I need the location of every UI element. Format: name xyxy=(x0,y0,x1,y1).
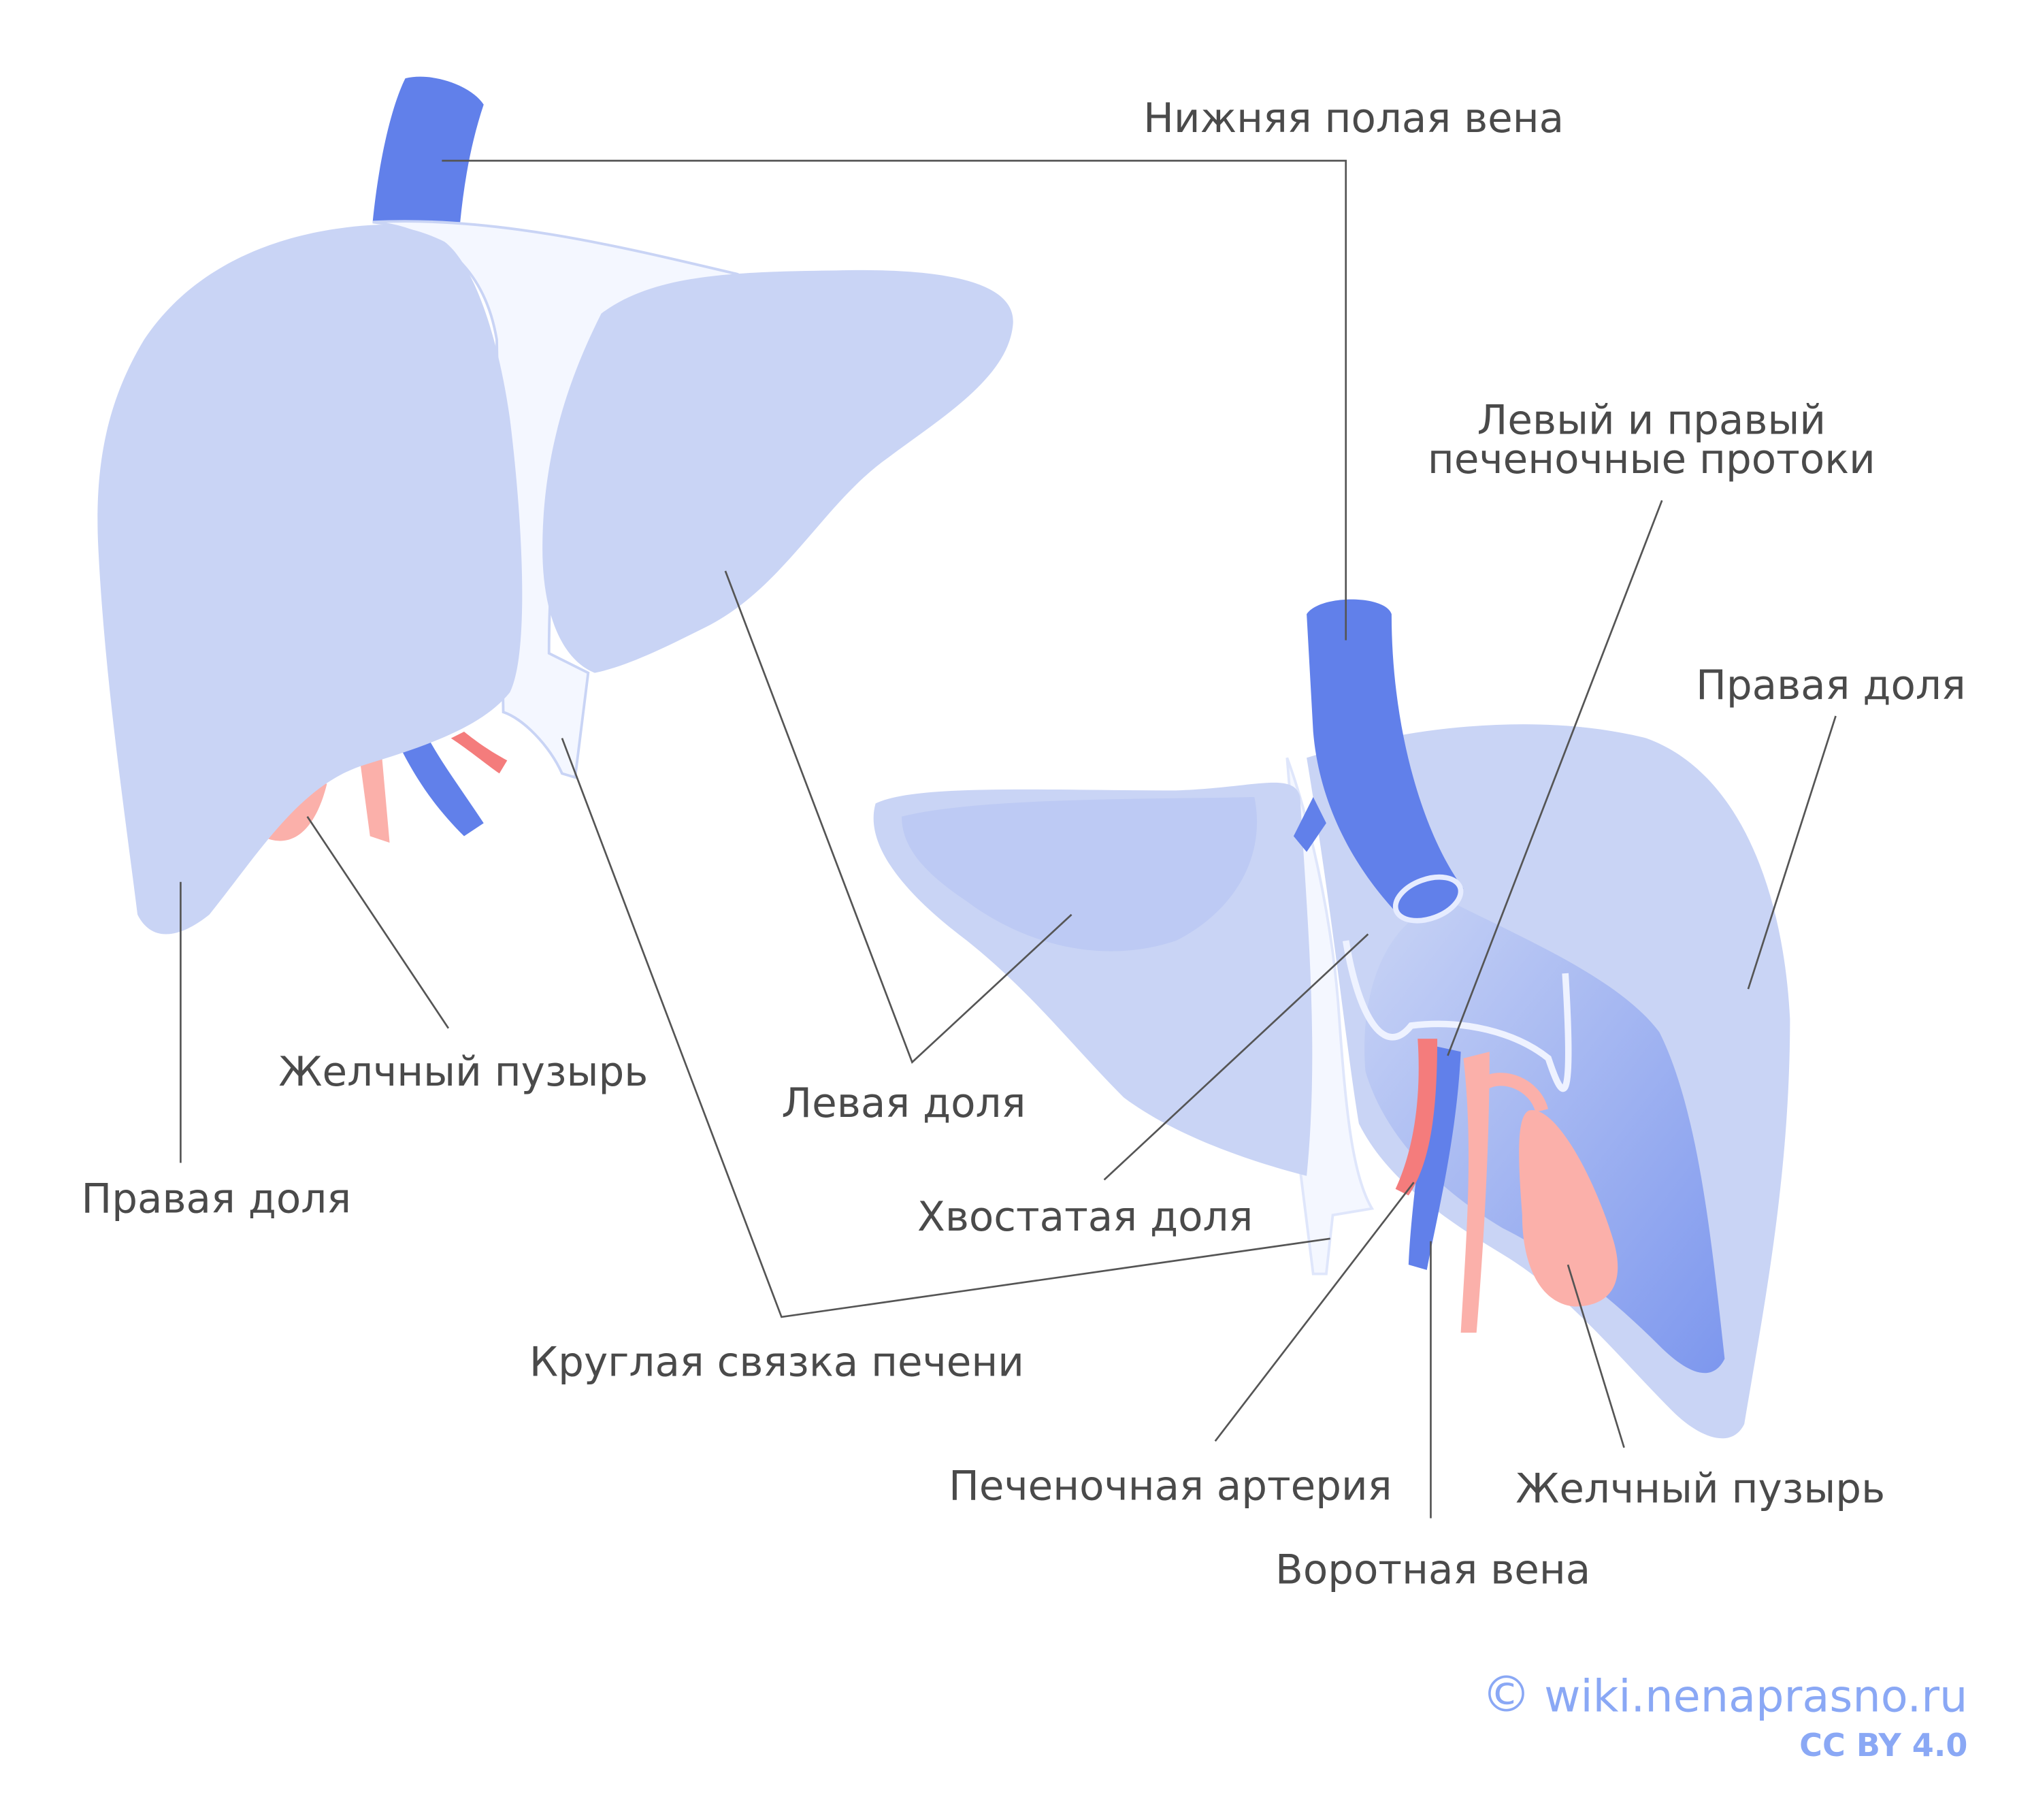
inferior-vena-cava-visceral xyxy=(1307,599,1464,922)
label-hepatic-ducts-line1: Левый и правый xyxy=(1477,397,1826,444)
common-bile-duct xyxy=(1460,1052,1490,1333)
duct-anterior xyxy=(359,755,390,843)
label-right-lobe-anterior: Правая доля xyxy=(82,1175,352,1222)
hepatic-artery-visceral xyxy=(1395,1039,1438,1196)
vein-anterior xyxy=(398,731,484,836)
labels: Нижняя полая вена Левый и правый печеноч… xyxy=(82,95,1966,1594)
cystic-duct xyxy=(1479,1073,1548,1113)
artery-anterior xyxy=(450,731,508,774)
liver-visceral-view xyxy=(873,599,1790,1439)
right-lobe-anterior xyxy=(97,225,523,935)
left-lobe-inner-shading xyxy=(902,796,1258,952)
label-portal-vein: Воротная вена xyxy=(1275,1547,1590,1594)
label-round-ligament: Круглая связка печени xyxy=(529,1339,1024,1386)
label-gallbladder-visceral: Желчный пузырь xyxy=(1515,1466,1885,1513)
liver-anterior-view xyxy=(97,76,1013,935)
leader-lines xyxy=(180,159,1837,1518)
label-right-lobe-visceral: Правая доля xyxy=(1696,662,1966,709)
copyright-icon: © xyxy=(1481,1666,1531,1724)
label-caudate-lobe: Хвостатая доля xyxy=(917,1194,1253,1241)
label-hepatic-artery: Печеночная артерия xyxy=(949,1463,1392,1510)
ligament-venosum xyxy=(1342,940,1572,1092)
label-left-lobe: Левая доля xyxy=(781,1080,1026,1127)
label-inferior-vena-cava: Нижняя полая вена xyxy=(1143,95,1564,142)
watermark-site: wiki.nenaprasno.ru xyxy=(1544,1671,1967,1723)
label-hepatic-ducts-line2: печеночные протоки xyxy=(1428,436,1875,483)
hepatic-vein-branch xyxy=(1293,796,1326,852)
vena-cava-opening xyxy=(1392,874,1464,924)
inferior-vena-cava-top xyxy=(372,76,484,223)
label-gallbladder-anterior: Желчный пузырь xyxy=(278,1049,648,1096)
watermark: © wiki.nenaprasno.ru CC BY 4.0 xyxy=(1481,1666,1967,1764)
gallbladder-visceral xyxy=(1519,1110,1618,1307)
watermark-license: CC BY 4.0 xyxy=(1799,1727,1967,1764)
left-lobe-anterior xyxy=(542,270,1013,673)
portal-vein-visceral xyxy=(1408,1045,1461,1270)
